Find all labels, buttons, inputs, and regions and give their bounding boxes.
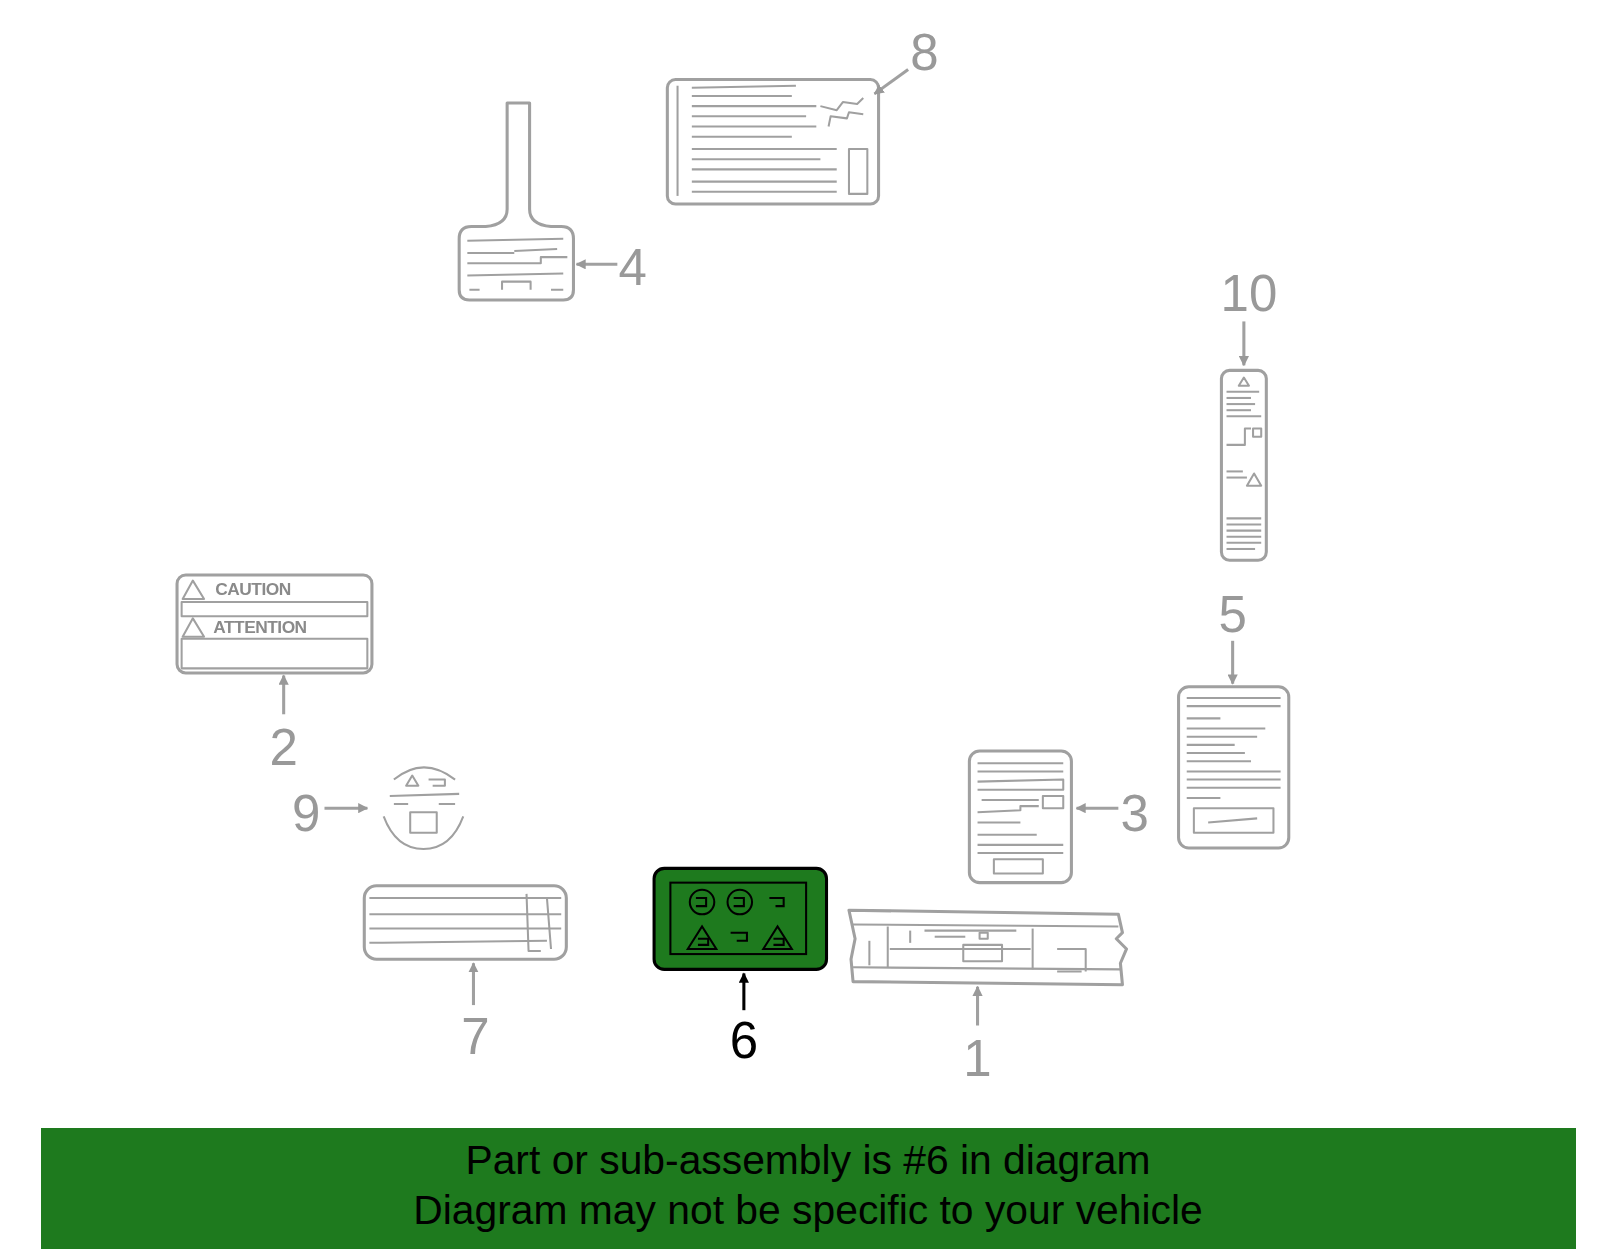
caution-text: CAUTION <box>215 580 290 600</box>
label-6 <box>654 868 826 1010</box>
label-5 <box>1179 687 1289 848</box>
label-7 <box>364 886 566 959</box>
decal-9 <box>384 767 464 849</box>
label-1 <box>849 910 1127 984</box>
callout-number: 7 <box>461 1011 489 1062</box>
callout-number: 6 <box>730 1015 758 1066</box>
callout-number: 1 <box>963 1033 991 1084</box>
attention-text: ATTENTION <box>213 617 306 637</box>
callout-number: 5 <box>1218 589 1246 640</box>
callout-number: 8 <box>910 28 938 79</box>
callout-number: 10 <box>1221 268 1278 319</box>
footer-band: Part or sub-assembly is #6 in diagramDia… <box>41 1128 1575 1249</box>
callout-number: 2 <box>269 722 297 773</box>
footer-line: Diagram may not be specific to your vehi… <box>41 1186 1575 1235</box>
label-3 <box>969 751 1071 883</box>
footer-line: Part or sub-assembly is #6 in diagram <box>41 1136 1575 1185</box>
label-8 <box>667 80 878 204</box>
caution-label: CAUTION ATTENTION <box>176 573 374 674</box>
callout-number: 9 <box>292 788 320 839</box>
label-10 <box>1221 370 1266 560</box>
callout-number: 4 <box>618 242 646 293</box>
tag-4 <box>459 103 573 300</box>
callout-number: 3 <box>1120 788 1148 839</box>
